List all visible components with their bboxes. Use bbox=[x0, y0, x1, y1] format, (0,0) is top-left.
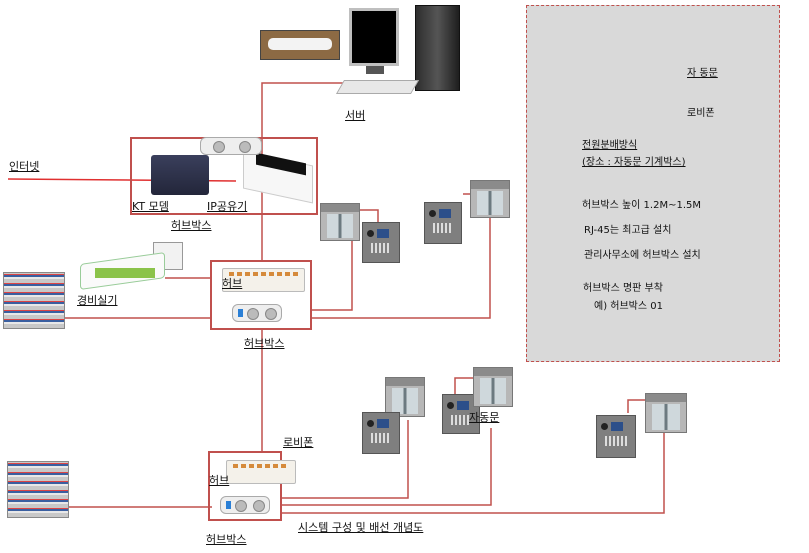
panel-rack-mid bbox=[3, 272, 65, 329]
lobby-phone-bottom-1 bbox=[362, 412, 400, 454]
keyboard bbox=[335, 80, 420, 94]
power-strip-mid bbox=[232, 304, 282, 322]
auto-door-mid-1 bbox=[320, 203, 360, 241]
legend-example: 예) 허브박스 01 bbox=[594, 301, 663, 312]
legend-location: (장소 : 자동문 기계박스) bbox=[582, 157, 686, 168]
lobby-phone-bottom-3 bbox=[596, 415, 636, 458]
legend-height: 허브박스 높이 1.2M~1.5M bbox=[582, 200, 701, 211]
security-room-label: 경비실기 bbox=[77, 294, 118, 307]
legend-lobby-phone: 로비폰 bbox=[687, 108, 715, 119]
hub-box-mid bbox=[210, 260, 312, 330]
ip-router-label: IP공유기 bbox=[207, 200, 248, 213]
hub-box-mid-label: 허브박스 bbox=[244, 337, 285, 350]
server-tower bbox=[415, 5, 460, 91]
monitor-stand bbox=[366, 66, 384, 74]
auto-door-bottom-2 bbox=[473, 367, 513, 407]
hub-box-bottom bbox=[208, 451, 282, 521]
hub-bottom-label: 허브 bbox=[209, 474, 230, 487]
legend-power-method: 전원분배방식 bbox=[582, 140, 638, 151]
legend-office: 관리사무소에 허브박스 설치 bbox=[584, 250, 701, 261]
hub-mid bbox=[222, 268, 305, 292]
security-phone-base bbox=[95, 268, 155, 278]
auto-door-bottom-label: 자동문 bbox=[469, 411, 500, 424]
system-diagram-title: 시스템 구성 및 배선 개념도 bbox=[298, 521, 424, 534]
hub-box-bottom-label: 허브박스 bbox=[206, 533, 247, 546]
auto-door-bottom-3 bbox=[645, 393, 687, 433]
bottom-to-door-3b bbox=[627, 399, 645, 413]
power-strip-photo-inner bbox=[268, 38, 332, 50]
kt-modem bbox=[151, 155, 209, 195]
panel-rack-bottom bbox=[7, 461, 69, 518]
lobby-phone-mid-1 bbox=[362, 222, 400, 263]
power-strip-top bbox=[200, 137, 262, 155]
kt-modem-label: KT 모뎀 bbox=[132, 200, 169, 213]
internet-label: 인터넷 bbox=[9, 160, 40, 173]
hub-box-top-label: 허브박스 bbox=[171, 219, 212, 232]
hub-mid-label: 허브 bbox=[222, 277, 243, 290]
monitor bbox=[349, 8, 399, 66]
auto-door-bottom-1 bbox=[385, 377, 425, 417]
bottom-to-door-2b bbox=[454, 377, 473, 395]
legend-nameplate: 허브박스 명판 부착 bbox=[583, 283, 663, 294]
legend-panel bbox=[526, 5, 780, 362]
bottom-to-door-3 bbox=[282, 432, 665, 514]
auto-door-mid-2 bbox=[470, 180, 510, 218]
legend-auto-door: 자 동문 bbox=[687, 68, 718, 79]
server-label: 서버 bbox=[345, 109, 366, 122]
lobby-phone-bottom-label: 로비폰 bbox=[283, 436, 314, 449]
hub-bottom bbox=[226, 460, 296, 484]
mid-to-door-1 bbox=[312, 218, 353, 311]
lobby-phone-bottom-2 bbox=[442, 394, 480, 434]
power-strip-bottom bbox=[220, 496, 270, 514]
lobby-phone-mid-2 bbox=[424, 202, 462, 244]
bottom-to-door-2 bbox=[282, 428, 492, 506]
bottom-to-door-1 bbox=[282, 420, 409, 499]
legend-rj45: RJ-45는 최고급 설치 bbox=[584, 225, 672, 236]
mid-to-door-2 bbox=[312, 213, 491, 319]
